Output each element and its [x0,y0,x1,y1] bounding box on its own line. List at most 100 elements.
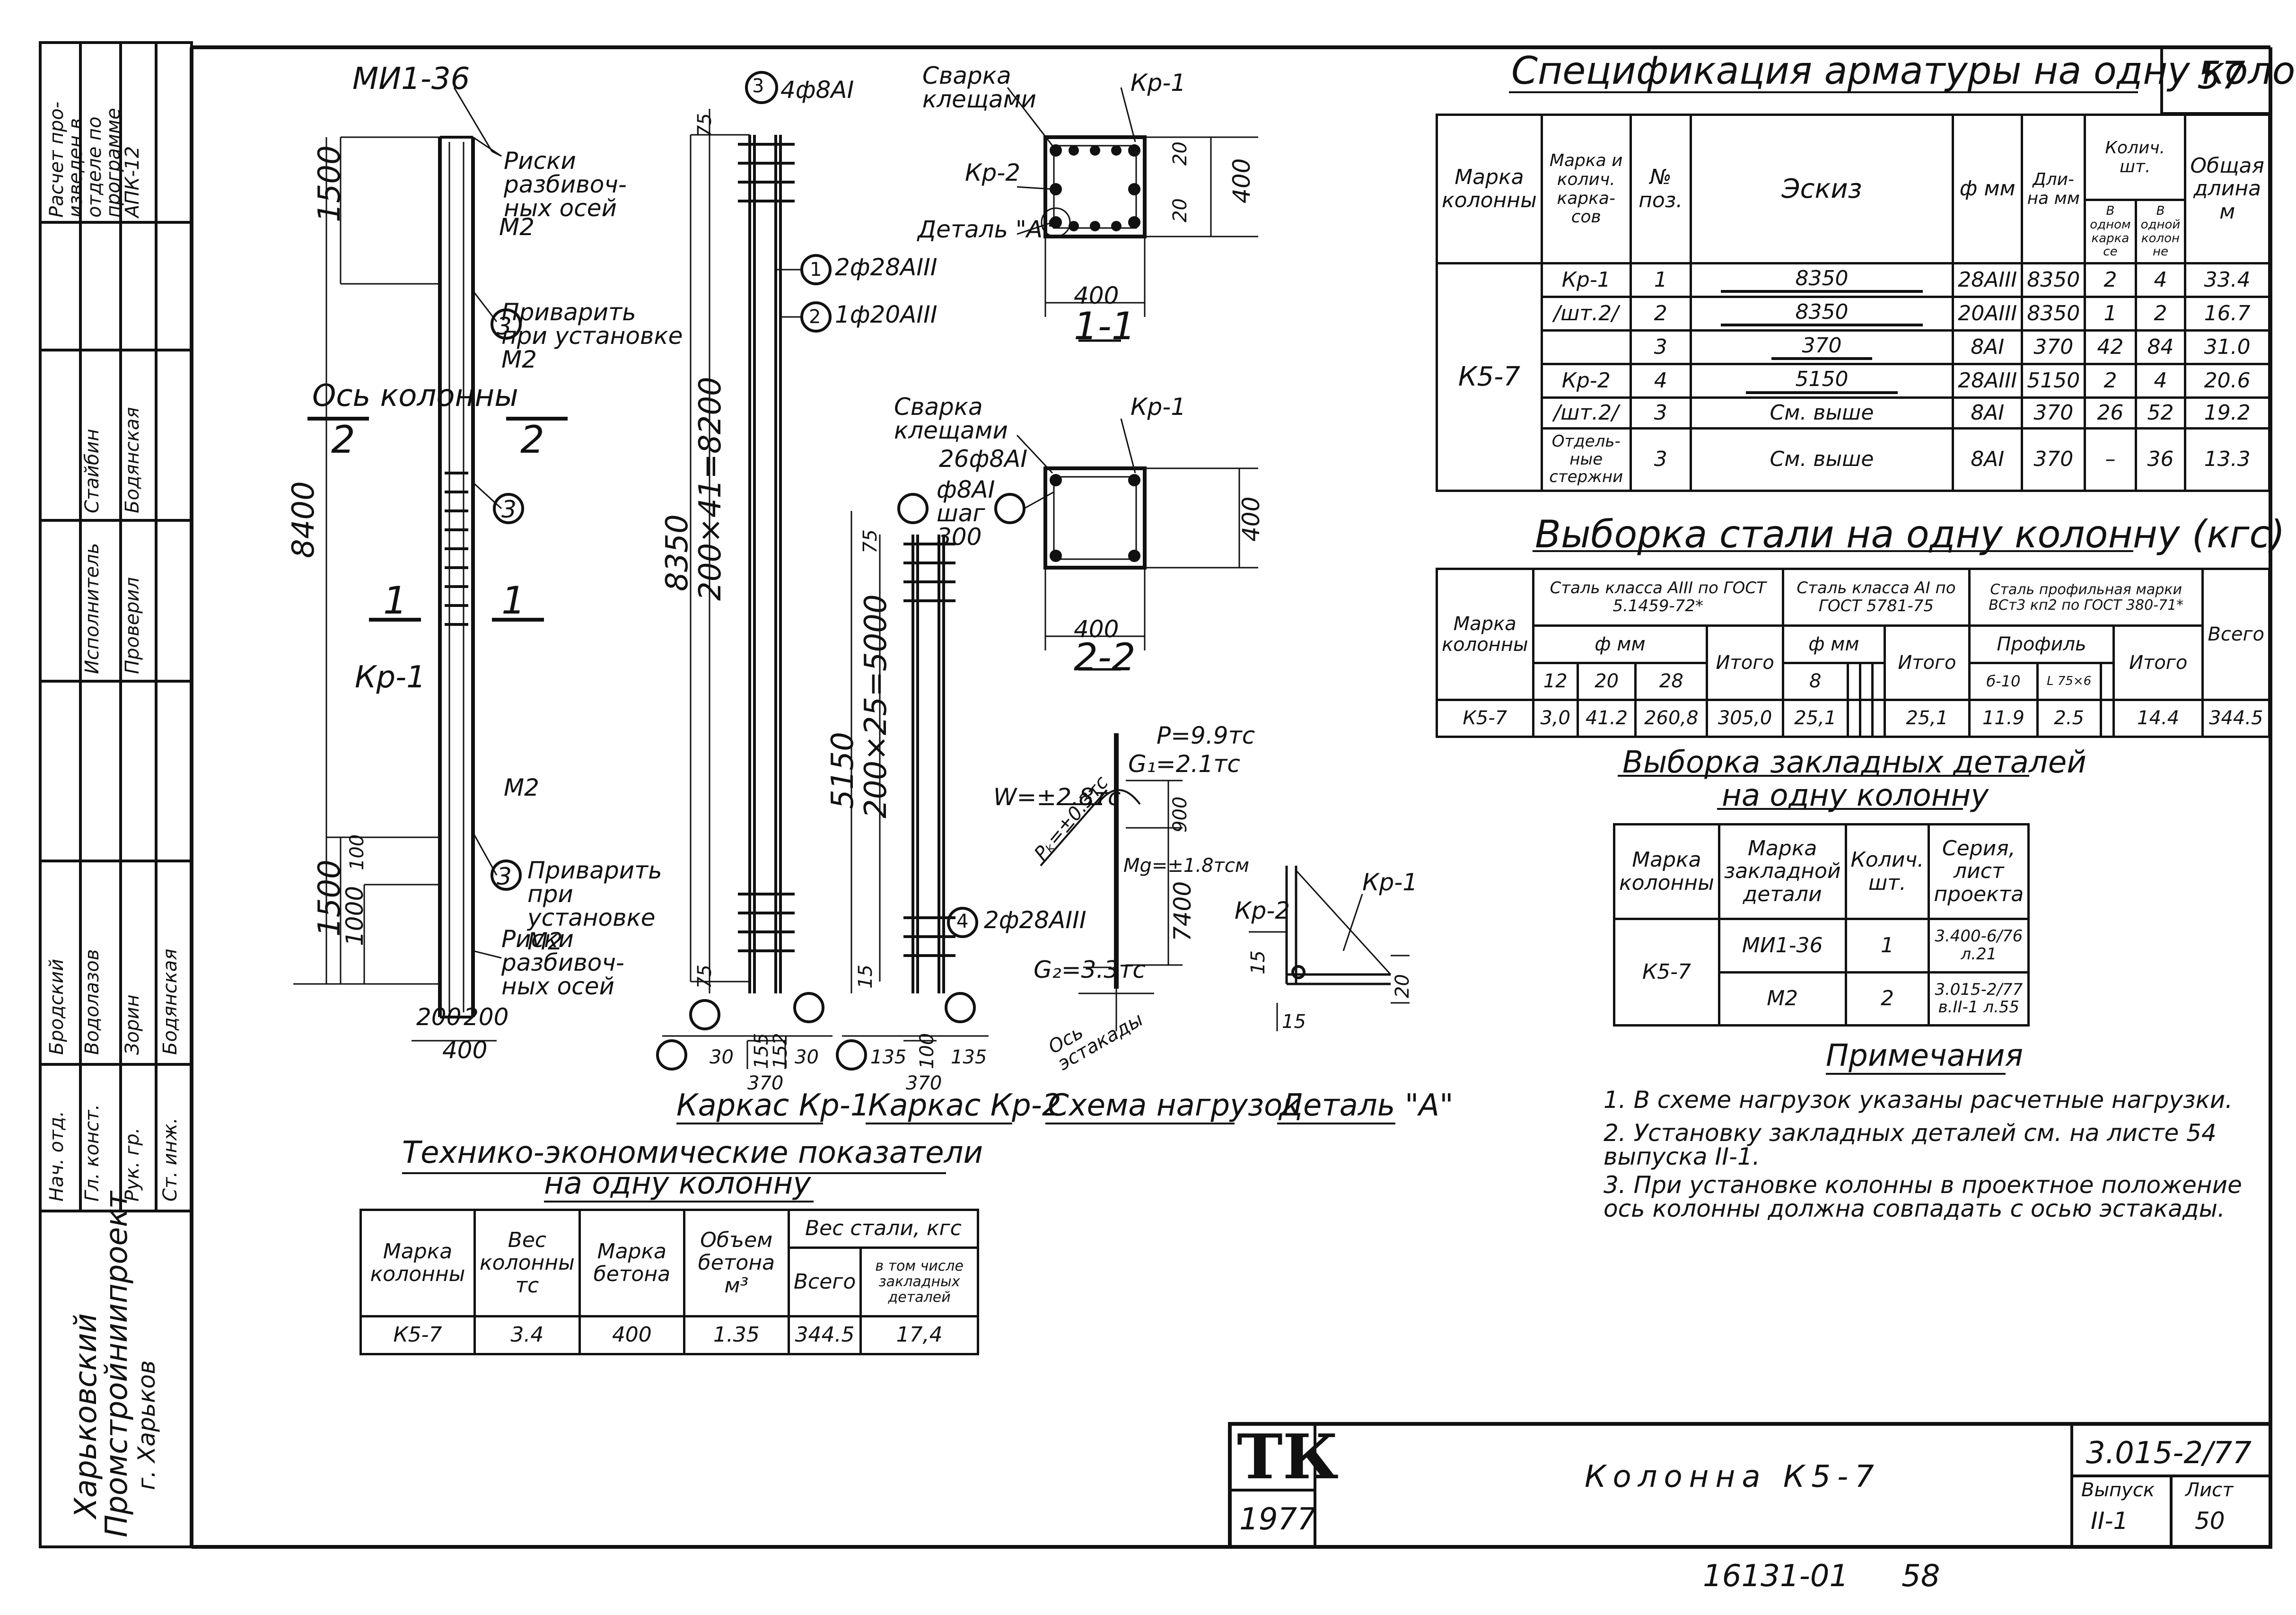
label-bar-1: 2ф28АIII [835,254,938,281]
note-1: 1. В схеме нагрузок указаны расчетные на… [1604,1086,2233,1114]
role-4: Ст. инж. [159,1117,181,1202]
label-mi1-36: МИ1-36 [352,61,470,97]
dim-8350: 8350 [660,514,695,591]
role-2: Гл. конст. [81,1104,103,1202]
steel-sub-empty-3 [1871,661,1886,701]
spec-len-2: 370 [2021,329,2086,366]
steel-h-total-a1: Итого [1883,624,1971,701]
sec-155: 155 [751,1033,772,1069]
spec-qf-0: 2 [2084,262,2137,298]
title-frame-kr1: Каркас Кр-1 [676,1088,870,1123]
label-weld-top: Приварить при установке М2 [501,298,683,373]
dim-400-22-h: 400 [1237,496,1265,542]
sheet-value: 50 [2195,1507,2225,1535]
load-m: Mg=±1.8тсм [1123,855,1250,877]
archive-page: 58 [1902,1559,1940,1594]
emb-h-qty: Колич. шт. [1844,823,1930,920]
label-m2-top: М2 [499,213,535,241]
dim-7400: 7400 [1169,881,1196,941]
dim-75-top: 75 [694,113,716,137]
circle-1: 1 [810,259,822,281]
spec-dia-3: 28АIII [1952,363,2024,399]
issue-value: II-1 [2091,1507,2129,1535]
spec-len-4: 370 [2021,396,2086,430]
dim-5000: 200×25=5000 [859,594,894,818]
circle-2: 2 [809,306,821,328]
tep-h-volume: Объем бетона м³ [683,1208,790,1318]
label-kr1: Кр-1 [355,660,426,695]
emb-h-col: Марка колонны [1613,823,1720,920]
steel-title: Выборка стали на одну колонну (кгс) [1535,512,2285,556]
label-detail-a: Деталь "А" [918,216,1054,243]
dim-100: 100 [346,834,368,870]
spec-frame-1: /шт.2/ [1540,296,1632,332]
steel-h-profile: Профиль [1968,624,2115,664]
label-bar-2: 1ф20АIII [835,301,938,328]
title-year: 1977 [1239,1502,1316,1537]
label-risk-bottom: Риски разбивоч- ных осей [501,925,624,1000]
name-5: Стайбин [81,429,103,513]
steel-table: Марка колонны Сталь класса АIII по ГОСТ … [1436,567,2270,738]
dim-20-detail: 20 [1392,974,1413,998]
label-bars-kr2: 26ф8АI [939,445,1028,473]
steel-h-total-a3: Итого [1706,624,1784,701]
sec-30-left: 30 [710,1046,734,1068]
cut-1-right: 1 [501,579,526,623]
steel-h-all: Всего [2201,568,2270,701]
steel-h-prof: Сталь профильная марки ВСт3 кп2 по ГОСТ … [1968,567,2204,627]
spec-pos-4: 3 [1629,396,1692,430]
spec-sketch-2: 370 [1802,334,1842,358]
spec-h-total: Общая длина м [2184,113,2270,265]
label-weld-kr2: Сварка клещами [894,393,1008,444]
spec-qc-2: 84 [2134,329,2187,366]
spec-h-framemark: Марка и колич. карка- сов [1540,113,1632,265]
steel-h-total-p: Итого [2112,624,2204,701]
dim-200-right: 200 [464,1003,509,1031]
spec-col-mark: К5-7 [1436,262,1543,492]
dim-75-bottom: 75 [694,965,716,989]
emb-series-0: 3.400-6/76 л.21 [1928,918,2030,974]
spec-table: Марка колонны Марка и колич. карка- сов … [1436,113,2270,492]
title-load-scheme: Схема нагрузок [1048,1088,1301,1123]
org-city: г. Харьков [133,1360,160,1490]
org-name-1: Харьковский [69,1313,104,1518]
spec-sketch-3: 5150 [1795,367,1849,392]
title-sec-11: 1-1 [1074,304,1136,348]
tep-row-all: 344.5 [787,1315,862,1355]
label-weld-bottom: Приварить при установке М2 [527,857,662,955]
spec-qf-1: 1 [2084,296,2137,332]
spec-dia-2: 8АI [1952,329,2024,366]
steel-row-empty-1 [1846,698,1861,738]
steel-sub-empty-1 [1846,661,1861,701]
steel-sub-8: 8 [1781,661,1849,701]
tep-h-all: Всего [787,1246,862,1318]
emb-part-1: М2 [1718,971,1847,1027]
tep-h-concrete: Марка бетона [578,1208,685,1318]
steel-sub-b10: б-10 [1968,661,2039,701]
name-4: Бодянская [159,948,181,1055]
archive-code: 16131-01 [1703,1559,1849,1594]
steel-row-empty-2 [1858,698,1874,738]
tep-row-weight: 3.4 [473,1315,581,1355]
spec-qc-5: 36 [2134,427,2187,492]
tep-row-incl: 17,4 [859,1315,979,1355]
spec-sketch-0: 8350 [1795,266,1849,291]
steel-sub-28: 28 [1634,661,1709,701]
label-kr1-detail: Кр-1 [1362,869,1418,896]
tep-h-steel: Вес стали, кгс [787,1209,980,1249]
sec-135-right: 135 [951,1046,987,1068]
tep-row-mark: К5-7 [359,1315,476,1355]
tep-table: Марка колонны Вес колонны тс Марка бетон… [359,1208,980,1355]
tep-h-incl: в том числе закладных деталей [859,1246,979,1318]
load-g1: G₁=2.1тс [1128,750,1240,778]
spec-qf-5: – [2084,427,2137,492]
steel-h-mark: Марка колонны [1436,568,1534,701]
logo-tk: ТК [1237,1421,1339,1493]
spec-len-5: 370 [2021,427,2086,492]
spec-qc-4: 52 [2134,396,2187,430]
spec-dia-1: 20АIII [1952,296,2024,332]
dim-400-11-h: 400 [1228,158,1255,203]
steel-sub-l75: L 75×6 [2036,661,2102,701]
spec-sketch-1: 8350 [1795,300,1849,325]
label-top-bars: 4ф8АI [780,76,854,104]
